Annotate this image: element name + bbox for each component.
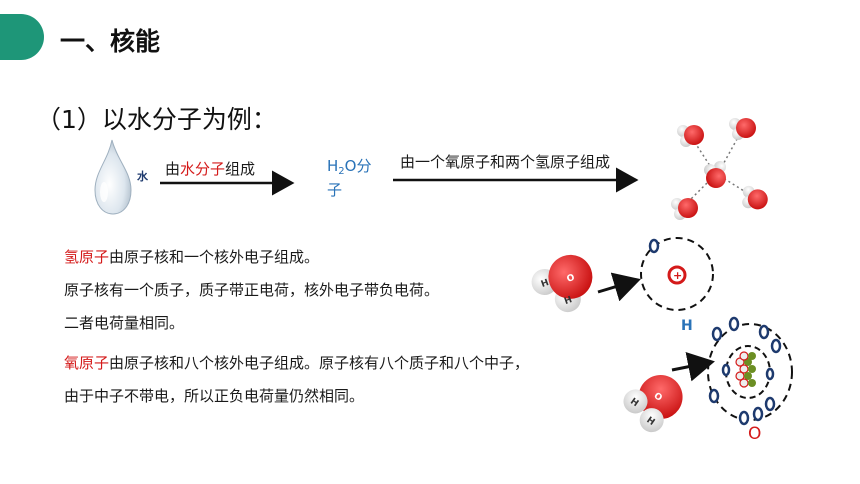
oxygen-line2: 由于中子不带电，所以正负电荷量仍然相同。 bbox=[64, 387, 365, 405]
oxygen-line1: 氧原子由原子核和八个核外电子组成。原子核有八个质子和八个中子， bbox=[64, 352, 529, 373]
step1-suffix: 组成 bbox=[225, 160, 256, 178]
svg-text:H: H bbox=[644, 415, 656, 428]
oxygen-line1-rest: 由原子核和八个核外电子组成。原子核有八个质子和八个中子， bbox=[109, 354, 530, 372]
hydrogen-symbol: H bbox=[681, 318, 693, 334]
hydrogen-line1: 氢原子由原子核和一个核外电子组成。 bbox=[64, 246, 319, 267]
oxygen-arrow bbox=[671, 351, 715, 382]
hydrogen-atom-model-icon: + bbox=[640, 237, 714, 311]
oxygen-molecule-icon: O H H bbox=[623, 375, 683, 433]
formula-h: H bbox=[327, 157, 339, 175]
page-title: 一、核能 bbox=[60, 27, 161, 56]
svg-text:H: H bbox=[628, 397, 640, 410]
water-molecule-cluster-icon bbox=[671, 118, 771, 220]
flow-step1-label: 由水分子组成 bbox=[165, 158, 255, 179]
hydrogen-name: 氢原子 bbox=[64, 248, 110, 266]
water-drop-label: 水 bbox=[137, 170, 148, 183]
hydrogen-line2: 原子核有一个质子，质子带正电荷，核外电子带负电荷。 bbox=[64, 281, 440, 299]
svg-text:H: H bbox=[563, 295, 574, 307]
svg-text:+: + bbox=[673, 269, 682, 282]
water-drop-icon bbox=[94, 139, 132, 215]
section-subtitle: （1）以水分子为例： bbox=[36, 105, 277, 134]
oxygen-symbol: O bbox=[748, 424, 762, 444]
formula-line2: 子 bbox=[327, 181, 343, 199]
svg-text:H: H bbox=[540, 278, 551, 290]
formula-rest: O分 bbox=[344, 157, 372, 175]
step1-prefix: 由 bbox=[165, 160, 181, 178]
molecule-formula: H2O分 子 bbox=[327, 157, 371, 200]
section-tab-marker bbox=[0, 14, 44, 60]
step1-highlight: 水分子 bbox=[180, 160, 226, 178]
svg-text:O: O bbox=[566, 273, 577, 285]
formula-sub: 2 bbox=[338, 166, 345, 177]
hydrogen-molecule-icon: H H O bbox=[531, 254, 593, 313]
oxygen-name: 氧原子 bbox=[64, 354, 110, 372]
oxygen-atom-model-icon bbox=[707, 316, 793, 426]
hydrogen-line1-rest: 由原子核和一个核外电子组成。 bbox=[109, 248, 320, 266]
hydrogen-line3: 二者电荷量相同。 bbox=[64, 314, 185, 332]
hydrogen-arrow bbox=[597, 272, 641, 302]
flow-step2-label: 由一个氧原子和两个氢原子组成 bbox=[400, 153, 611, 171]
